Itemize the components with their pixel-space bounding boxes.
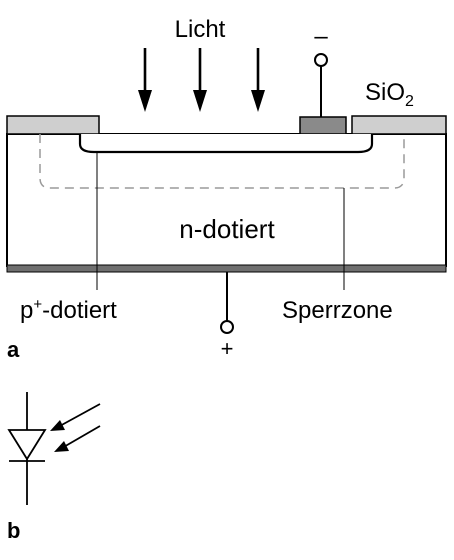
panel-label-a: a bbox=[7, 337, 20, 362]
bottom-terminal-circle bbox=[220, 320, 234, 334]
top-terminal-sign: – bbox=[314, 23, 328, 50]
oxide-layer-right bbox=[351, 115, 447, 135]
panel-label-b: b bbox=[7, 518, 20, 543]
diode-triangle bbox=[7, 429, 47, 461]
oxide-label: SiO2 bbox=[365, 79, 414, 110]
back-contact bbox=[6, 264, 447, 273]
depletion-zone-label: Sperrzone bbox=[282, 297, 393, 324]
oxide-layer-left bbox=[6, 115, 100, 135]
symbol-light-arrows bbox=[50, 403, 101, 452]
p-region-label: p+-dotiert bbox=[20, 296, 117, 324]
depletion-zone-outline bbox=[39, 134, 405, 189]
light-arrows bbox=[138, 48, 265, 112]
top-terminal: – bbox=[314, 23, 328, 117]
front-contact bbox=[299, 116, 347, 135]
photodiode-symbol bbox=[7, 392, 101, 505]
bottom-terminal-sign: + bbox=[221, 336, 234, 361]
light-label: Licht bbox=[175, 16, 226, 43]
n-substrate bbox=[6, 133, 447, 267]
p-plus-region bbox=[78, 134, 374, 154]
bottom-terminal: + bbox=[220, 272, 234, 361]
n-region-label: n-dotiert bbox=[179, 214, 275, 244]
light-arrow-3 bbox=[251, 48, 265, 112]
light-arrow-2 bbox=[193, 48, 207, 112]
light-arrow-1 bbox=[138, 48, 152, 112]
top-terminal-circle bbox=[314, 53, 328, 67]
